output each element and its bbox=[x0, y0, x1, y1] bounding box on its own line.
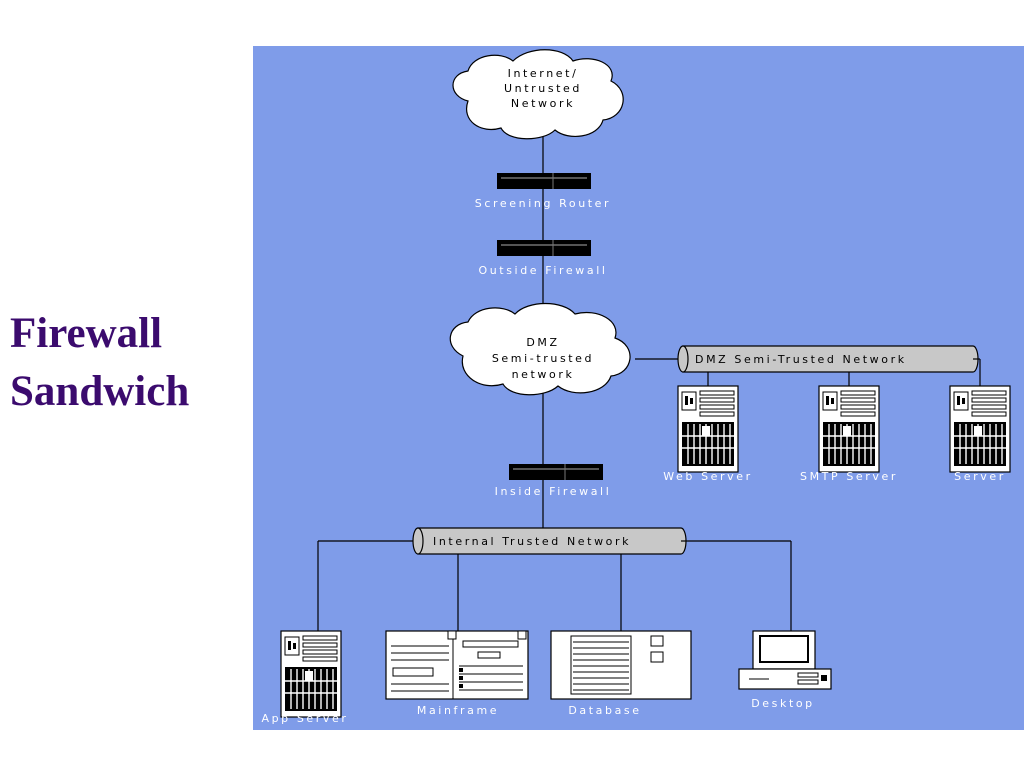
slide-title: Firewall Sandwich bbox=[10, 305, 250, 421]
screening-router-icon bbox=[496, 172, 592, 190]
smtp-server-icon bbox=[818, 385, 880, 473]
app-server-icon bbox=[280, 630, 342, 718]
internal-network-label: Internal Trusted Network bbox=[433, 535, 631, 548]
database-label: Database bbox=[568, 704, 641, 717]
mainframe-label: Mainframe bbox=[417, 704, 499, 717]
server-label: Server bbox=[954, 470, 1006, 483]
outside-firewall-icon bbox=[496, 239, 592, 257]
title-line-2: Sandwich bbox=[10, 368, 190, 415]
mainframe-icon bbox=[385, 630, 529, 700]
internet-cloud: Internet/ Untrusted Network bbox=[452, 49, 624, 140]
internet-label-2: Untrusted bbox=[504, 82, 582, 95]
connection-lines bbox=[317, 131, 981, 631]
dmz-network-label: DMZ Semi-Trusted Network bbox=[695, 353, 907, 366]
dmz-label-2: Semi-trusted bbox=[492, 352, 594, 365]
app-server-label: App Server bbox=[261, 712, 348, 725]
internet-label-3: Network bbox=[511, 97, 575, 110]
database-icon bbox=[550, 630, 692, 700]
web-server-label: Web Server bbox=[663, 470, 753, 483]
internal-network-pipe: Internal Trusted Network bbox=[412, 527, 688, 555]
inside-firewall-label: Inside Firewall bbox=[495, 485, 612, 498]
desktop-icon bbox=[738, 630, 832, 690]
web-server-icon bbox=[677, 385, 739, 473]
inside-firewall-icon bbox=[508, 463, 604, 481]
title-line-1: Firewall bbox=[10, 310, 163, 357]
screening-router-label: Screening Router bbox=[475, 197, 611, 210]
internet-label-1: Internet/ bbox=[508, 67, 579, 80]
smtp-server-label: SMTP Server bbox=[800, 470, 898, 483]
dmz-cloud: DMZ Semi-trusted network bbox=[449, 303, 631, 396]
dmz-network-pipe: DMZ Semi-Trusted Network bbox=[677, 345, 980, 373]
server-icon bbox=[949, 385, 1011, 473]
outside-firewall-label: Outside Firewall bbox=[478, 264, 607, 277]
dmz-label-3: network bbox=[512, 368, 575, 381]
dmz-label-1: DMZ bbox=[526, 336, 559, 349]
network-diagram: Internet/ Untrusted Network Screening Ro… bbox=[253, 46, 1024, 730]
desktop-label: Desktop bbox=[751, 697, 815, 710]
